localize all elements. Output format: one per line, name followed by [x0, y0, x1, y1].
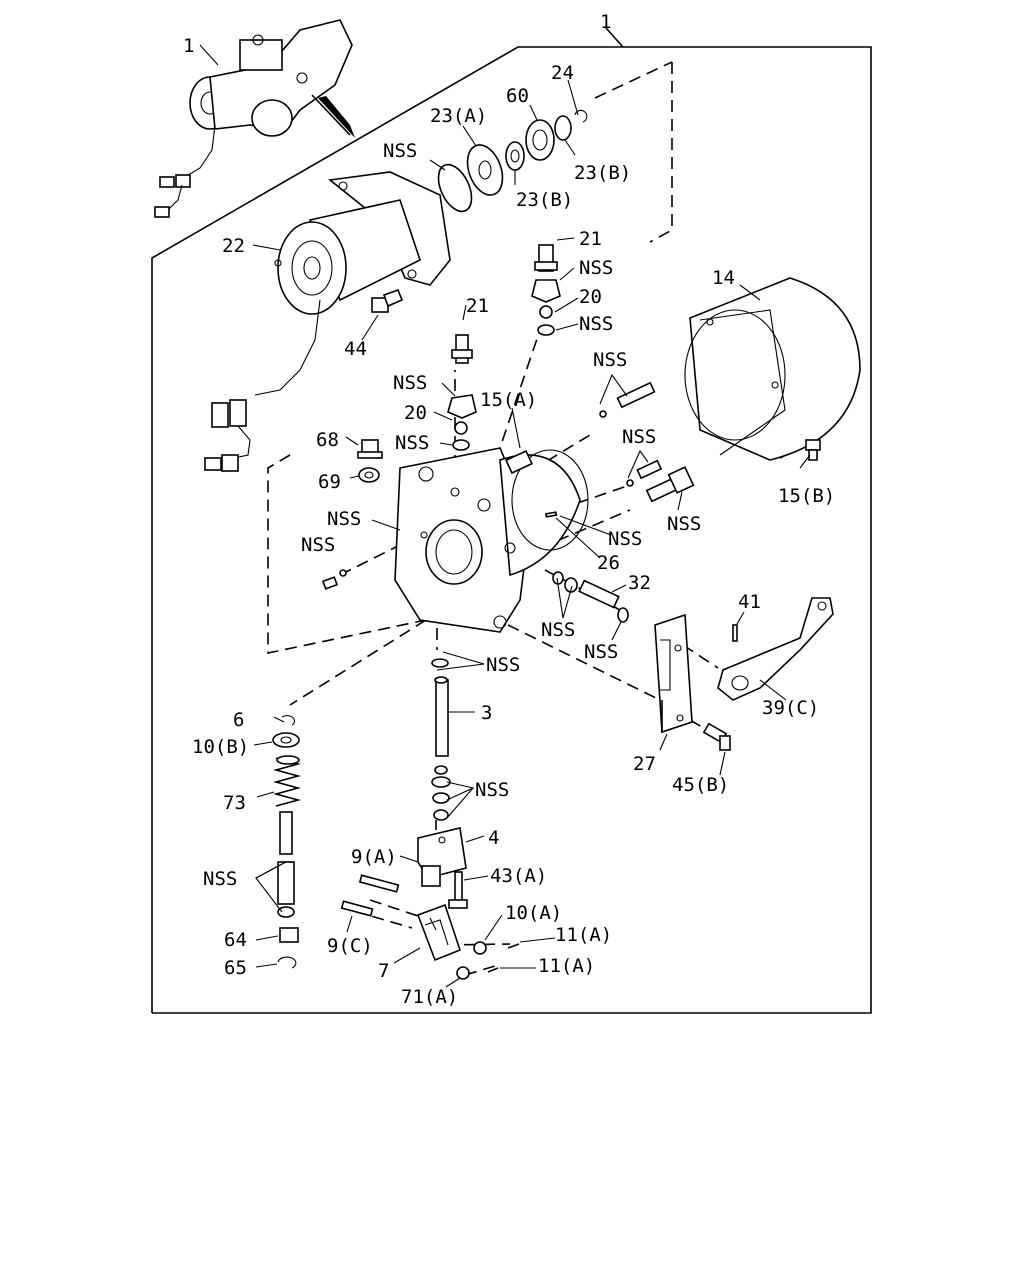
label-11a-2: 11(A) — [538, 955, 595, 977]
label-nss-sleeve: NSS — [667, 513, 701, 535]
label-39c: 39(C) — [762, 697, 819, 719]
label-nss-bottom-oring: NSS — [486, 654, 520, 676]
leader-dash-lines — [267, 61, 801, 976]
fittings-upper — [447, 244, 561, 451]
label-11a-1: 11(A) — [555, 924, 612, 946]
label-15b: 15(B) — [778, 485, 835, 507]
bolts-9-43 — [340, 871, 468, 917]
label-3: 3 — [481, 702, 492, 724]
label-45b: 45(B) — [672, 774, 729, 796]
label-21-top: 21 — [579, 228, 602, 250]
label-26: 26 — [597, 552, 620, 574]
label-32: 32 — [628, 572, 651, 594]
label-20-mid: 20 — [404, 402, 427, 424]
label-22: 22 — [222, 235, 245, 257]
label-9a: 9(A) — [351, 846, 397, 868]
main-housing — [394, 447, 589, 633]
label-nss-stack: NSS — [475, 779, 509, 801]
label-nss-oring: NSS — [383, 140, 417, 162]
bracket-7 — [416, 903, 461, 962]
label-21-mid: 21 — [466, 295, 489, 317]
label-assy-main: 1 — [600, 11, 611, 33]
lever-39c — [717, 597, 834, 701]
label-23a: 23(A) — [430, 105, 487, 127]
label-69: 69 — [318, 471, 341, 493]
label-nss-nut-top: NSS — [579, 257, 613, 279]
label-nss-valve: NSS — [203, 868, 237, 890]
label-7: 7 — [378, 960, 389, 982]
label-4: 4 — [488, 827, 499, 849]
washers-10a-71a — [456, 941, 520, 980]
label-nss-washers-left: NSS — [541, 619, 575, 641]
bracket-27 — [654, 613, 693, 734]
bolt-15a — [505, 449, 533, 475]
valve-4 — [417, 827, 467, 887]
callout-labels: 1 1 24 60 23(A) 23(B) NSS 23(B) 22 21 NS… — [183, 11, 835, 1008]
shaft-3 — [431, 658, 451, 821]
label-73: 73 — [223, 792, 246, 814]
leader-lines — [199, 44, 811, 988]
label-65: 65 — [224, 957, 247, 979]
cover-14 — [684, 277, 861, 461]
label-41: 41 — [738, 591, 761, 613]
label-60: 60 — [506, 85, 529, 107]
label-27: 27 — [633, 753, 656, 775]
label-14: 14 — [712, 267, 735, 289]
motor-22 — [204, 171, 451, 472]
bearing-stack — [437, 109, 588, 213]
plug-68-69 — [357, 439, 383, 483]
label-nss-washer-mid: NSS — [395, 432, 429, 454]
label-nss-washer-top: NSS — [579, 313, 613, 335]
label-nss-setscrew: NSS — [301, 534, 335, 556]
label-44: 44 — [344, 338, 367, 360]
label-71a: 71(A) — [401, 986, 458, 1008]
label-nss-26: NSS — [608, 528, 642, 550]
label-nss-pin2: NSS — [622, 426, 656, 448]
label-64: 64 — [224, 929, 247, 951]
label-43a: 43(A) — [490, 865, 547, 887]
assembly-frame — [151, 27, 872, 1014]
label-nss-pins: NSS — [593, 349, 627, 371]
label-10a: 10(A) — [505, 902, 562, 924]
label-nss-nut-mid: NSS — [393, 372, 427, 394]
label-9c: 9(C) — [327, 935, 373, 957]
label-24: 24 — [551, 62, 574, 84]
bolt-45b — [702, 722, 731, 751]
assembly-thumbnail — [154, 19, 355, 218]
label-nss-washer-right: NSS — [584, 641, 618, 663]
label-10b: 10(B) — [192, 736, 249, 758]
label-assy-thumb: 1 — [183, 35, 194, 57]
pins-sleeves — [321, 381, 695, 590]
spring-stack — [272, 715, 302, 969]
label-23b-2: 23(B) — [516, 189, 573, 211]
label-68: 68 — [316, 429, 339, 451]
label-20-top: 20 — [579, 286, 602, 308]
label-15a: 15(A) — [480, 389, 537, 411]
label-23b-1: 23(B) — [574, 162, 631, 184]
label-6: 6 — [233, 709, 244, 731]
label-nss-housing: NSS — [327, 508, 361, 530]
